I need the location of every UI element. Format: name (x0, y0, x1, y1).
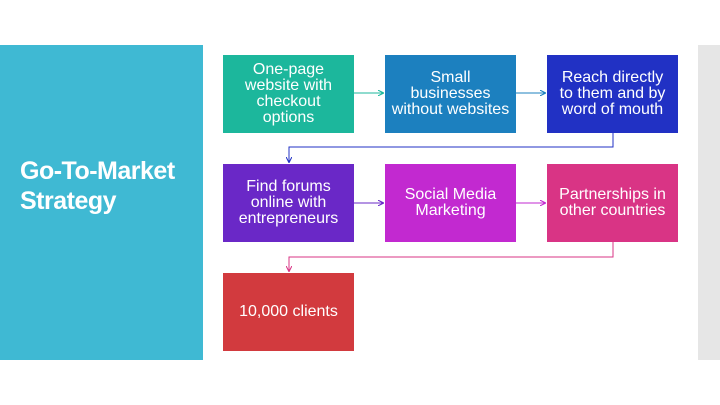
step-one-page-website: One-page website with checkout options (223, 55, 354, 133)
step-small-businesses: Small businesses without websites (385, 55, 516, 133)
step-label: Partnerships in other countries (559, 186, 666, 219)
step-reach-directly: Reach directly to them and by word of mo… (547, 55, 678, 133)
title-panel (0, 45, 203, 360)
step-find-forums: Find forums online with entrepreneurs (223, 164, 354, 242)
step-partnerships: Partnerships in other countries (547, 164, 678, 242)
side-strip (698, 45, 720, 360)
step-label: Small businesses without websites (391, 69, 510, 118)
step-label: Find forums online with entrepreneurs (238, 178, 339, 227)
step-label: Social Media Marketing (404, 186, 497, 219)
connector-3-to-4 (289, 133, 614, 162)
step-label: 10,000 clients (239, 303, 338, 320)
step-clients-goal: 10,000 clients (223, 273, 354, 351)
step-social-media: Social Media Marketing (385, 164, 516, 242)
connector-6-to-7 (289, 242, 614, 271)
step-label: One-page website with checkout options (244, 61, 333, 126)
step-label: Reach directly to them and by word of mo… (559, 69, 666, 118)
slide-title: Go-To-Market Strategy (20, 157, 175, 215)
